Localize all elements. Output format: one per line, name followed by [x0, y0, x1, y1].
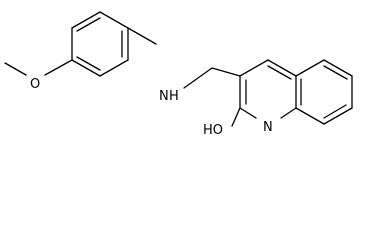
ring-double-bond [323, 65, 348, 80]
hydroxyl-label: HO [203, 123, 223, 138]
methoxy-group [4, 59, 73, 76]
ring-bond [99, 59, 129, 77]
ring-bond [99, 11, 129, 29]
ring-double-bond [76, 56, 101, 71]
ring-bond [323, 59, 353, 77]
methoxy-oxygen-label: O [30, 77, 40, 92]
ring-bond [267, 59, 297, 77]
ring-nitrogen-label: N [263, 120, 273, 135]
ring-bond [239, 59, 269, 77]
quinoline-benzo-ring [295, 59, 353, 125]
bond-nitrogen-methylene [183, 67, 213, 89]
ring-bond [295, 107, 325, 125]
bond-oxygen-aryl [44, 59, 73, 76]
ring-double-bond [323, 104, 347, 119]
methoxyphenyl-ring [71, 11, 129, 77]
ring-double-bond [76, 17, 101, 32]
amine-hydrogen-label: H [169, 89, 179, 104]
ring-double-bond [267, 65, 292, 80]
ring-bond [280, 107, 297, 119]
ring-bond [295, 59, 325, 77]
bond-methyl-oxygen [4, 62, 27, 76]
quinoline-pyridine-ring [231, 59, 297, 127]
amine-nitrogen-label: N [159, 89, 169, 104]
ring-bond [239, 107, 257, 119]
ring-bond [323, 107, 353, 125]
chemical-structure-diagram: O N H HO N [4, 11, 353, 138]
ring-bond [71, 11, 101, 29]
amine-linker [127, 27, 241, 89]
bond-methylene-quinoline [211, 67, 241, 77]
ring-bond [71, 59, 101, 77]
bond-aryl-nitrogen [127, 27, 157, 45]
bond-carbon-hydroxyl [231, 107, 241, 127]
